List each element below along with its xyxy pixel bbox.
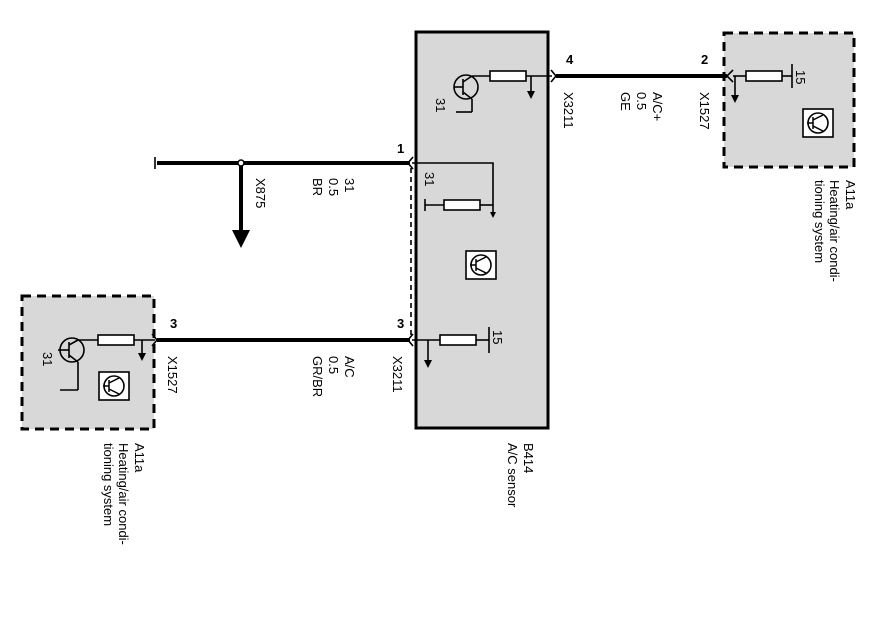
component-name: Heating/air condi- (116, 443, 131, 545)
component-code: A11a (843, 180, 858, 210)
ground-31-label: 31 (433, 98, 448, 112)
connector-label: X3211 (390, 356, 405, 393)
supply-15-label: 15 (490, 330, 505, 344)
component-name: tioning system (101, 443, 116, 526)
resistor-icon (443, 199, 481, 211)
resistor-icon (489, 70, 527, 82)
ground-point-label: X875 (253, 178, 268, 208)
wire-color: BR (310, 178, 325, 196)
connector-label: X1527 (697, 92, 712, 130)
ground-arrow-icon (424, 340, 432, 368)
wire-size: 0.5 (326, 356, 341, 374)
ground-arrow-icon (232, 159, 250, 248)
resistor-icon (439, 334, 477, 346)
pin-number: 3 (170, 316, 177, 331)
supply-15-label: 15 (793, 70, 808, 84)
ground-arrow-icon (138, 340, 146, 361)
ground-31-label: 31 (40, 352, 55, 366)
wire-color: GE (618, 92, 633, 111)
sensor-symbol-icon (802, 108, 834, 138)
wire-name: A/C+ (650, 92, 665, 121)
sensor-symbol-icon (465, 250, 497, 280)
component-name: A/C sensor (505, 443, 520, 508)
ground-31-label: 31 (422, 172, 437, 186)
wire-color: GR/BR (310, 356, 325, 397)
resistor-icon (97, 334, 135, 346)
wire-name: 31 (342, 178, 357, 192)
component-code: A11a (132, 443, 147, 473)
pin-number: 1 (397, 141, 404, 156)
ground-arrow-icon (527, 76, 535, 99)
sensor-symbol-icon (98, 371, 130, 401)
sensor-box (414, 30, 550, 430)
resistor-icon (745, 70, 783, 82)
pin-number: 3 (397, 316, 404, 331)
module-bottom-box (20, 294, 156, 431)
wire-size: 0.5 (634, 92, 649, 110)
connector-label: X1527 (165, 356, 180, 394)
wire-name: A/C (342, 356, 357, 378)
component-name: Heating/air condi- (827, 180, 842, 282)
component-name: tioning system (812, 180, 827, 263)
connector-label: X3211 (561, 92, 576, 129)
pin-number: 4 (566, 52, 574, 67)
connector-ticks (151, 69, 734, 347)
transistor-icon (453, 74, 490, 113)
component-code: B414 (521, 443, 536, 473)
pin-number: 2 (701, 52, 708, 67)
module-top-box (722, 31, 856, 169)
wire-size: 0.5 (326, 178, 341, 196)
transistor-icon (58, 337, 98, 391)
ground-arrow-icon (731, 76, 739, 103)
